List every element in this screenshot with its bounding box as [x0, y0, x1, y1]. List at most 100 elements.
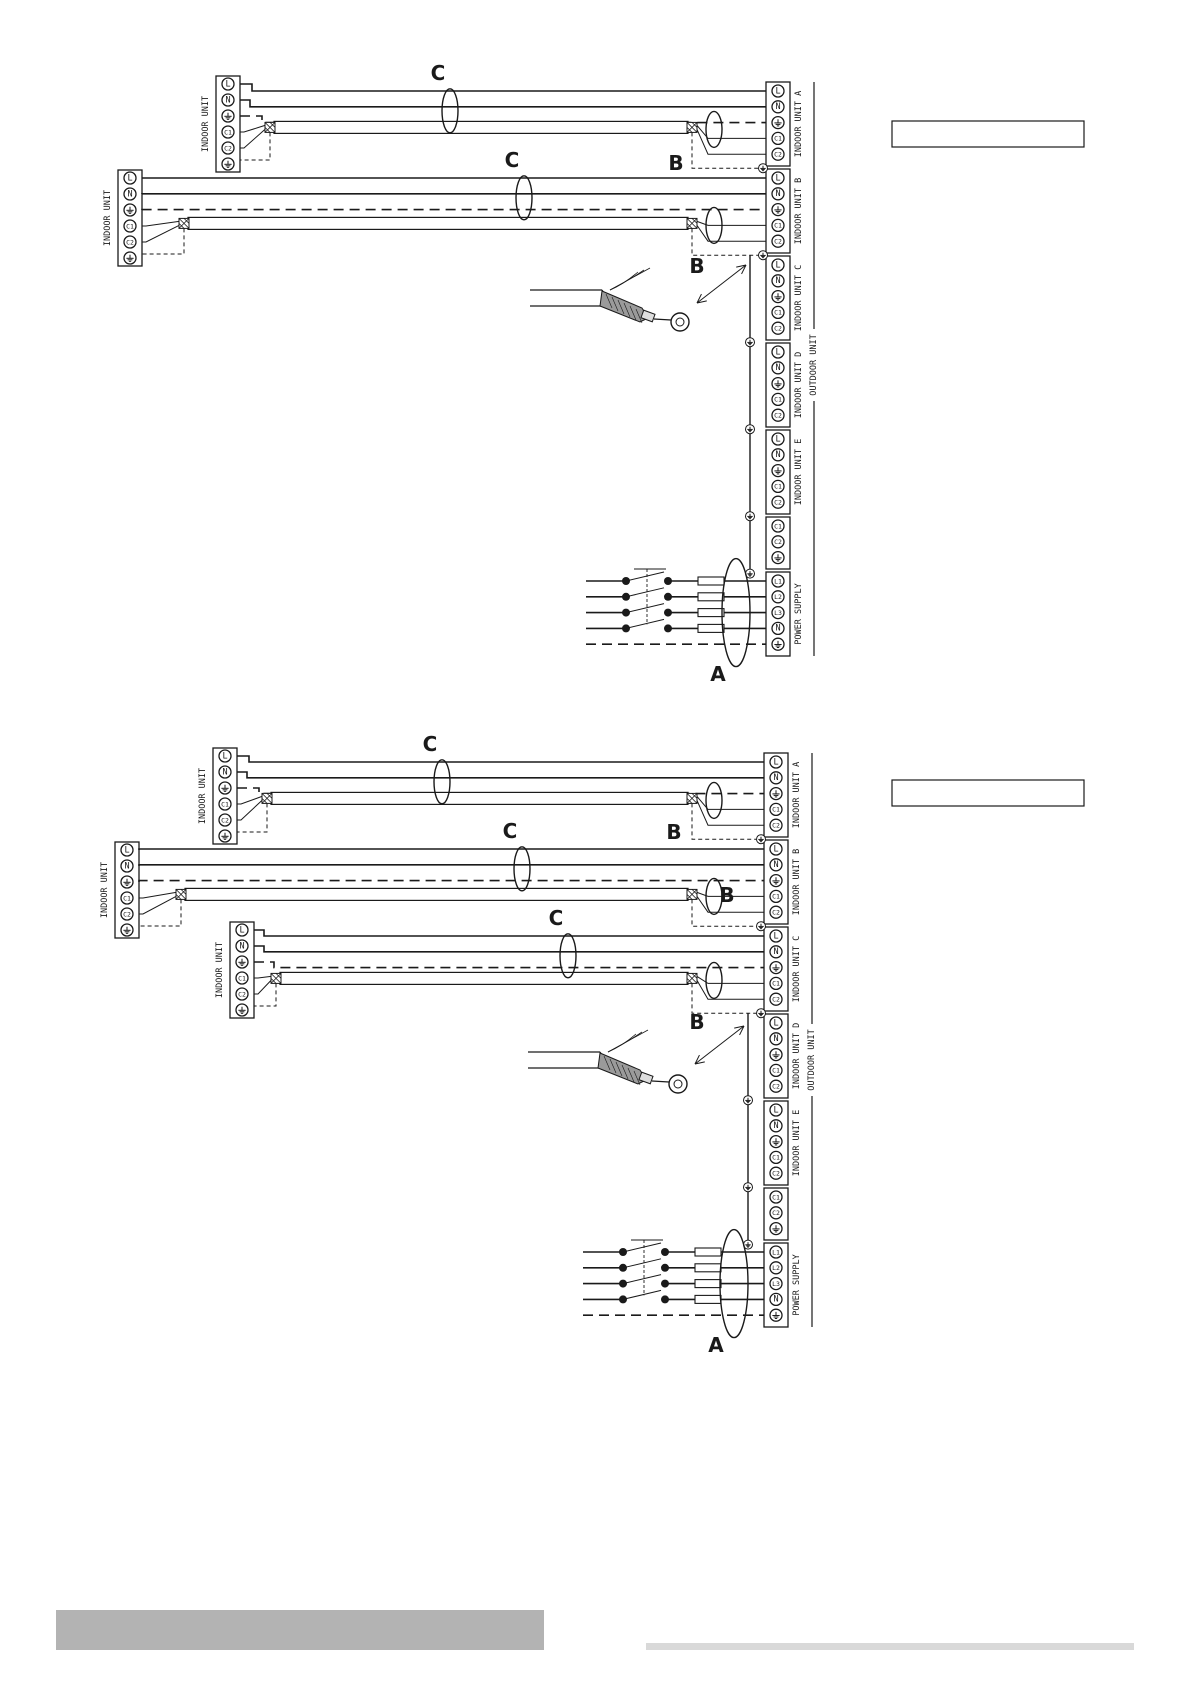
indoor-terminal-c2-4-circle: [221, 141, 235, 155]
indoor-terminal-c2-4-label: C2: [224, 144, 232, 152]
indoor-terminal-l-0-label: L: [222, 751, 227, 761]
indoor-terminal-c2-4-label: C2: [123, 910, 131, 918]
indoor-unit-label: INDOOR UNIT: [103, 190, 113, 246]
outdoor-section-indoor-unit-d-terminal-c2-4-label: C2: [774, 412, 782, 420]
outdoor-section-indoor-unit-c-terminal-l-0-circle: [771, 258, 785, 272]
outdoor-section-indoor-unit-a-terminal-n-1-circle: [771, 100, 785, 114]
braid-hatch-1: [611, 296, 619, 312]
outdoor-section-indoor-unit-d-terminal-c1-3-circle: [769, 1063, 783, 1078]
outdoor-section-power-supply-terminal-l2-1-label: L2: [772, 1264, 780, 1272]
outdoor-section-power-supply-terminal-l3-2-circle: [769, 1276, 783, 1291]
footer-left-bar: [56, 1610, 544, 1650]
outdoor-section-indoor-unit-b-terminal-g-2-ground-icon: [772, 877, 780, 885]
shield-drain-indoor: [240, 132, 271, 161]
caption-box-frame: [891, 120, 1085, 148]
lug-crimp: [640, 309, 656, 323]
fuse-0: [697, 576, 725, 586]
outdoor-section-indoor-unit-e-terminal-c2-4-label: C2: [772, 1170, 780, 1178]
outdoor-section-indoor-unit-c-terminal-g-2-ground-icon: [774, 293, 782, 301]
outdoor-section-indoor-unit-c-label: INDOOR UNIT C: [794, 265, 804, 332]
outdoor-section-indoor-unit-b-terminal-l-0-circle: [771, 171, 785, 185]
switch-blade-3: [625, 618, 665, 629]
outdoor-section-power-supply-terminal-l2-1-circle: [769, 1261, 783, 1275]
indoor-terminal-n-1-label: N: [239, 941, 244, 951]
earth-symbol-icon: [758, 1010, 764, 1017]
outdoor-section-indoor-unit-d-terminal-c1-3-label: C1: [774, 396, 782, 404]
braid-hatch-5: [635, 308, 643, 324]
outdoor-section-comm-terminal-c1-0-label: C1: [774, 522, 782, 530]
outdoor-section-indoor-unit-c-terminal-c2-4-label: C2: [772, 996, 780, 1004]
indoor-terminal-g-2-ground-icon: [238, 958, 246, 966]
cable-c-ellipse: [513, 846, 531, 892]
footer-right-rule: [646, 1643, 1134, 1650]
indoor-terminal-g-5-ground-icon: [126, 254, 134, 262]
drain-strand-2: [609, 267, 651, 291]
indoor-terminal-block: [215, 75, 241, 173]
outdoor-section-indoor-unit-c-terminal-c1-3-label: C1: [772, 980, 780, 988]
switch-blade-2: [625, 603, 665, 614]
outdoor-section-indoor-unit-d-terminal-c1-3-circle: [771, 392, 785, 407]
cable-label-c: C: [431, 61, 446, 85]
outdoor-section-indoor-unit-c-terminal-c2-4-label: C2: [774, 325, 782, 333]
shield-braid-outdoor-end: [686, 888, 698, 900]
power-line-l: [138, 848, 764, 850]
earth-symbol-icon: [758, 923, 764, 930]
outdoor-section-indoor-unit-d-terminal-g-2-ground-icon: [774, 380, 782, 388]
shielded-cable-tube: [273, 120, 689, 135]
drain-strand-2: [607, 1029, 649, 1053]
indoor-terminal-n-1-label: N: [222, 767, 227, 777]
cable-label-a: A: [710, 662, 726, 686]
shielded-cable-tube: [279, 971, 689, 986]
outdoor-label-gap: [805, 1024, 819, 1096]
outdoor-section-indoor-unit-b-terminal-c2-4-label: C2: [774, 238, 782, 246]
indoor-terminal-l-0-label: L: [127, 173, 132, 183]
cable-label-b: B: [689, 254, 704, 278]
outdoor-section-indoor-unit-c-label: INDOOR UNIT C: [792, 936, 802, 1003]
comm-wire-c2-indoor: [142, 224, 180, 243]
indoor-terminal-l-0-circle: [120, 843, 134, 857]
indoor-terminal-n-1-circle: [235, 939, 249, 953]
outdoor-section-indoor-unit-e-label: INDOOR UNIT E: [794, 439, 804, 506]
outdoor-section-power-supply-terminal-l1-0-label: L1: [772, 1248, 780, 1256]
indoor-terminal-l-0-label: L: [124, 845, 129, 855]
outdoor-section-indoor-unit-d-terminal-c2-4-circle: [769, 1079, 783, 1093]
fuse-0: [694, 1247, 722, 1257]
outdoor-section-indoor-unit-a-terminal-g-2-ground-icon: [774, 119, 782, 127]
indoor-terminal-c1-3-circle: [221, 125, 235, 139]
indoor-terminal-c1-3-label: C1: [123, 894, 131, 902]
shield-braid-indoor-end: [270, 972, 282, 984]
comm-wire-c1-indoor: [237, 795, 263, 805]
cable-label-c: C: [503, 819, 518, 843]
comm-wire-c1-outdoor: [696, 975, 764, 984]
caption-box-frame: [891, 779, 1085, 807]
indoor-terminal-c1-3-label: C1: [126, 222, 134, 230]
switch-blade-3: [622, 1289, 662, 1300]
shield-braid-outdoor-end: [686, 972, 698, 984]
shield-braid-indoor-end: [178, 217, 190, 229]
indoor-terminal-l-0-label: L: [225, 79, 230, 89]
outdoor-section-power-supply-terminal-l3-2-label: L3: [772, 1280, 780, 1288]
outdoor-section-indoor-unit-c-terminal-c1-3-label: C1: [774, 309, 782, 317]
earth-bus-symbol-1-icon: [745, 1184, 751, 1191]
comm-wire-c2-outdoor: [696, 980, 764, 1000]
outdoor-section-indoor-unit-b-terminal-c2-4-label: C2: [772, 909, 780, 917]
shield-braid-indoor-end: [264, 121, 276, 133]
switch-blade-0: [622, 1242, 662, 1253]
lug-hole: [673, 1079, 683, 1089]
cable-b-ellipse: [705, 781, 723, 820]
comm-wire-c2-outdoor: [696, 129, 766, 155]
indoor-terminal-block: [212, 747, 238, 845]
cable-label-b: B: [668, 151, 683, 175]
comm-wire-c2-outdoor: [696, 800, 764, 826]
